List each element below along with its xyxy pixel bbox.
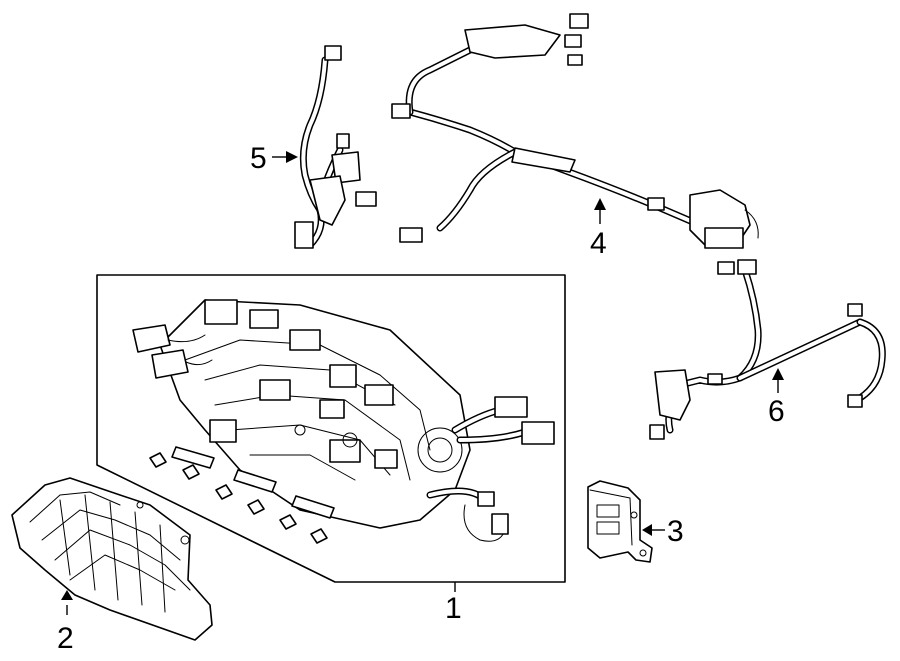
part-5-harness xyxy=(294,45,377,249)
part-3-module xyxy=(587,480,653,563)
callout-4: 4 xyxy=(590,198,607,260)
callout-label-2: 2 xyxy=(57,622,74,655)
callout-label-3: 3 xyxy=(667,515,684,548)
callout-label-6: 6 xyxy=(768,395,785,428)
callout-label-5: 5 xyxy=(250,142,267,175)
callout-6: 6 xyxy=(768,368,785,428)
part-1-assembly xyxy=(96,274,566,583)
callout-label-1: 1 xyxy=(445,592,462,625)
callout-2: 2 xyxy=(57,590,74,655)
part-6-harness xyxy=(649,259,886,440)
callout-1: 1 xyxy=(445,582,462,625)
part-1-box xyxy=(96,274,566,583)
callout-3: 3 xyxy=(642,515,684,548)
part-2-cover xyxy=(11,477,213,641)
bolts xyxy=(149,446,335,544)
callout-5: 5 xyxy=(250,142,298,175)
part-4-harness xyxy=(391,13,759,249)
callout-label-4: 4 xyxy=(590,227,607,260)
